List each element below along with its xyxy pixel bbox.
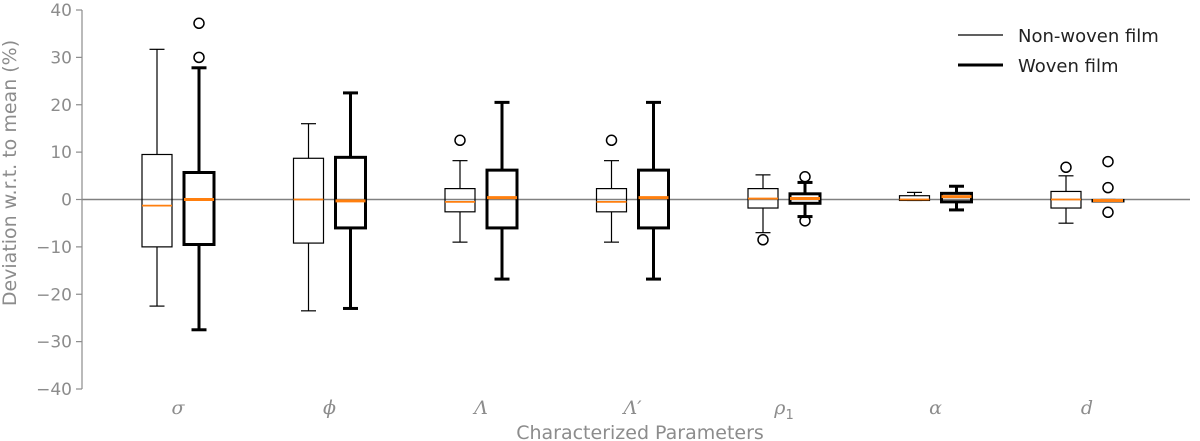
box-group [898, 191, 931, 202]
y-tick-label: 20 [50, 96, 72, 116]
legend-label-non-woven: Non-woven film [1018, 26, 1159, 47]
legend-label-woven: Woven film [1018, 56, 1119, 77]
outlier-point [605, 134, 618, 147]
outlier-point [454, 134, 466, 147]
x-category-label: σ [172, 397, 186, 419]
outlier-point [757, 234, 769, 246]
outlier-point [193, 51, 205, 64]
x-category-label: d [1081, 397, 1093, 419]
y-tick-label: −30 [36, 333, 72, 353]
x-category-label: Λ′ [621, 397, 642, 419]
outlier-point [1102, 206, 1114, 219]
box-iqr [141, 153, 173, 248]
box-group [788, 171, 822, 227]
y-tick-label: 10 [50, 143, 72, 163]
outlier-point [799, 171, 811, 183]
box-group [1050, 161, 1082, 224]
box-iqr [898, 195, 931, 202]
y-tick-label: 30 [50, 48, 72, 68]
y-tick-label: −20 [36, 285, 72, 305]
y-tick-label: 40 [50, 1, 72, 21]
outlier-point [1102, 155, 1114, 168]
box-group [182, 17, 216, 332]
box-iqr [334, 155, 367, 230]
x-axis-categories: σ ϕ Λ Λ′ ρ1 α d [172, 397, 1094, 423]
x-category-label: α [929, 397, 942, 419]
x-category-label: ϕ [323, 397, 336, 419]
box-group [444, 134, 476, 243]
y-tick-label: −40 [36, 380, 72, 400]
box-group [141, 48, 173, 307]
box-group [292, 123, 325, 312]
box-group [595, 134, 628, 243]
outlier-point [799, 215, 811, 227]
x-axis-title: Characterized Parameters [516, 422, 764, 441]
x-category-label: Λ [472, 397, 488, 419]
y-tick-label: 0 [61, 191, 72, 211]
box-group [940, 184, 973, 212]
box-group [1091, 155, 1125, 219]
box-iqr [595, 188, 628, 213]
box-iqr [292, 157, 325, 244]
outlier-point [193, 17, 205, 30]
box-group [747, 174, 779, 246]
y-axis-title: Deviation w.r.t. to mean (%) [0, 40, 21, 306]
box-iqr [182, 170, 216, 247]
outlier-point [1060, 161, 1072, 174]
x-category-label: ρ1 [773, 397, 793, 423]
legend: Non-woven film Woven film [958, 26, 1159, 77]
y-axis: 40 30 20 10 0 −10 −20 −30 −40 [36, 1, 83, 400]
box-iqr [444, 188, 476, 213]
box-group [485, 100, 519, 281]
y-tick-label: −10 [36, 238, 72, 258]
box-layer [141, 17, 1125, 332]
outlier-point [1102, 181, 1114, 194]
box-group [334, 91, 367, 310]
box-group [637, 100, 670, 281]
